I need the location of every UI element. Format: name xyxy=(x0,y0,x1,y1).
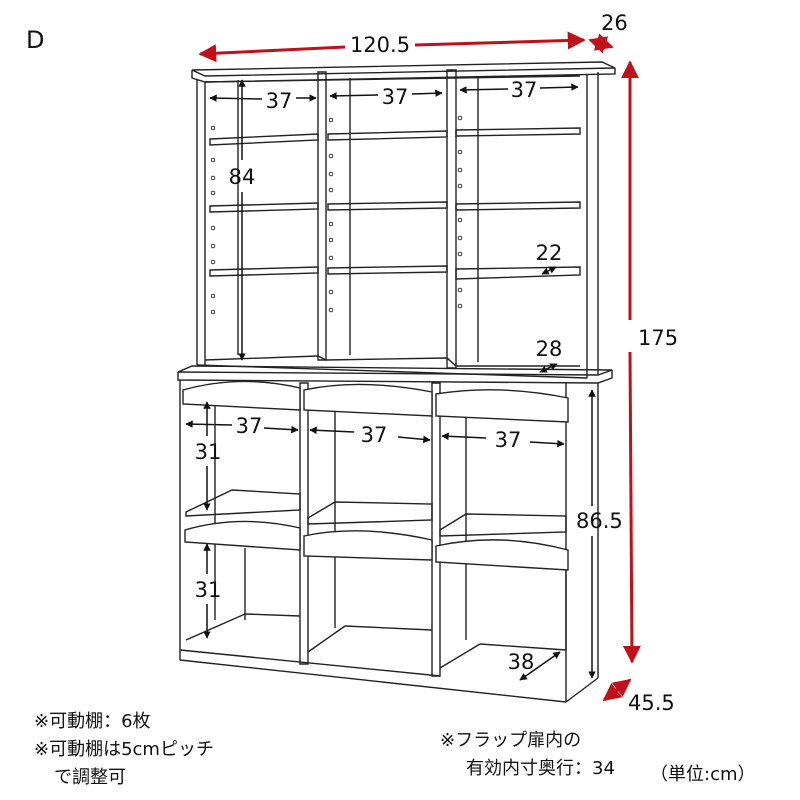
lower-inner-depth-label: 38 xyxy=(508,650,535,674)
upper-cabinet xyxy=(191,61,616,379)
lower-width-label-1: 37 xyxy=(236,414,263,438)
upper-depth-label: 26 xyxy=(601,11,628,35)
upper-height-label: 84 xyxy=(229,165,256,189)
lower-height-label: 86.5 xyxy=(576,509,623,533)
inner-dimension-arrows xyxy=(185,79,596,681)
panel-label: D xyxy=(26,26,45,54)
upper-width-label-3: 37 xyxy=(511,78,538,102)
note-adjustable: で調整可 xyxy=(54,767,126,788)
lower-opening-height-label-1: 31 xyxy=(195,440,222,464)
upper-inner-depth-label: 28 xyxy=(536,337,563,361)
base-depth-label: 45.5 xyxy=(628,691,675,715)
note-flap-door: ※フラップ扉内の xyxy=(440,730,582,751)
upper-width-label-2: 37 xyxy=(382,85,409,109)
flap-doors xyxy=(182,380,569,571)
note-shelf-count: ※可動棚：6枚 xyxy=(34,711,151,732)
lower-width-label-3: 37 xyxy=(495,428,522,452)
upper-width-label-1: 37 xyxy=(266,89,293,113)
note-inner-depth: 有効内寸奥行：34 xyxy=(466,758,615,779)
shelf-depth-label: 22 xyxy=(536,241,563,265)
dimension-labels: 120.5 26 175 86.5 45.5 37 37 37 84 22 28… xyxy=(195,11,678,715)
total-width-label: 120.5 xyxy=(350,33,410,57)
lower-cabinet xyxy=(177,365,613,703)
shelf-pin-holes xyxy=(210,115,463,315)
overall-dimension-arrows xyxy=(198,31,641,702)
note-shelf-pitch: ※可動棚は5cmピッチ xyxy=(34,739,214,760)
unit-label: （単位:cm） xyxy=(650,764,756,785)
lower-width-label-2: 37 xyxy=(361,423,388,447)
lower-opening-height-label-2: 31 xyxy=(195,578,222,602)
total-height-label: 175 xyxy=(638,326,678,350)
